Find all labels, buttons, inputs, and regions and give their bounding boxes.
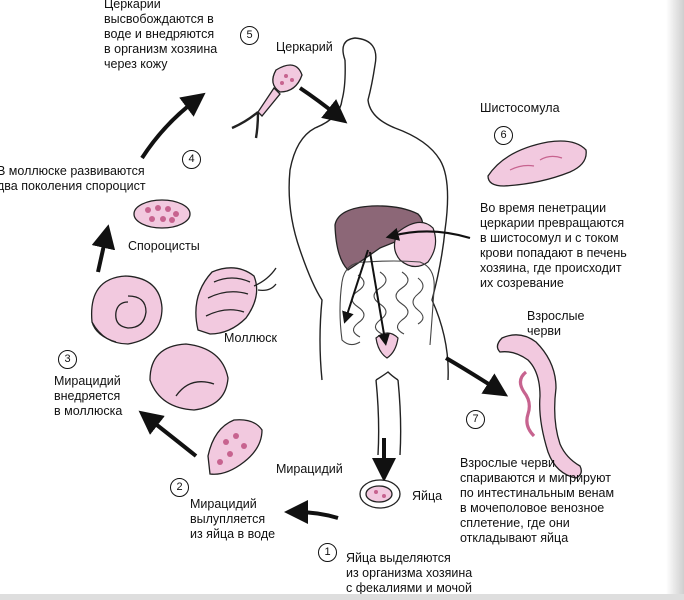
snail-globular-figure <box>149 343 229 411</box>
mollusk-label: Моллюск <box>224 331 277 345</box>
stage-1-number: 1 <box>318 543 337 562</box>
eggs-label: Яйца <box>412 489 443 503</box>
egg-figure <box>359 479 401 509</box>
arrow-body-to-worms <box>444 356 509 397</box>
frame-bottom-edge <box>0 594 684 600</box>
arrow-to-liver <box>385 227 471 241</box>
adult-worms-label: Взрослые черви <box>527 309 585 338</box>
stage-3-number: 3 <box>58 350 77 369</box>
arrow-eggs-to-water <box>284 500 339 525</box>
arrow-liver-down <box>369 251 390 346</box>
stage-1-text: Яйца выделяются из организма хозяина с ф… <box>346 551 473 595</box>
arrow-cercaria-to-body <box>298 86 348 124</box>
snail-flat-figure <box>90 275 163 345</box>
snail-conical-figure <box>195 267 277 335</box>
adult-worms-figure <box>496 334 582 479</box>
arrow-snail-to-sporocyst <box>91 224 116 273</box>
stage-2-number: 2 <box>170 478 189 497</box>
stage-5-text: Церкарии высвобождаются в воде и внедряю… <box>104 0 218 71</box>
arrow-liver-down-left <box>342 249 369 324</box>
stage-7-number: 7 <box>466 410 485 429</box>
frame-right-edge <box>666 0 684 600</box>
stage-5-number: 5 <box>240 26 259 45</box>
schistosomula-figure <box>487 140 587 187</box>
stage-7-text: Взрослые черви спариваются и мигрируют п… <box>460 456 615 545</box>
sporocysts-label: Спороцисты <box>128 239 200 253</box>
stage-3-text: Мирацидий внедряется в моллюска <box>54 374 123 418</box>
bladder-shape <box>375 332 399 359</box>
sporocyst-figure <box>133 199 191 229</box>
arrow-miracidium-to-snail <box>138 410 198 458</box>
arrow-sporocyst-to-cercaria <box>140 92 206 160</box>
cercaria-label: Церкарий <box>276 40 333 54</box>
cercaria-figure <box>231 64 303 139</box>
stage-2-text: Мирацидий вылупляется из яйца в воде <box>190 497 276 541</box>
miracidium-label: Мирацидий <box>276 462 343 476</box>
intestines-shape <box>339 260 435 346</box>
stage-4-text: В моллюске развиваются два поколения спо… <box>0 164 146 193</box>
miracidium-figure <box>207 419 263 475</box>
stage-6-text: Во время пенетрации церкарии превращаютс… <box>480 201 627 290</box>
schistosomula-label: Шистосомула <box>480 101 560 115</box>
stage-4-number: 4 <box>182 150 201 169</box>
stage-6-number: 6 <box>494 126 513 145</box>
